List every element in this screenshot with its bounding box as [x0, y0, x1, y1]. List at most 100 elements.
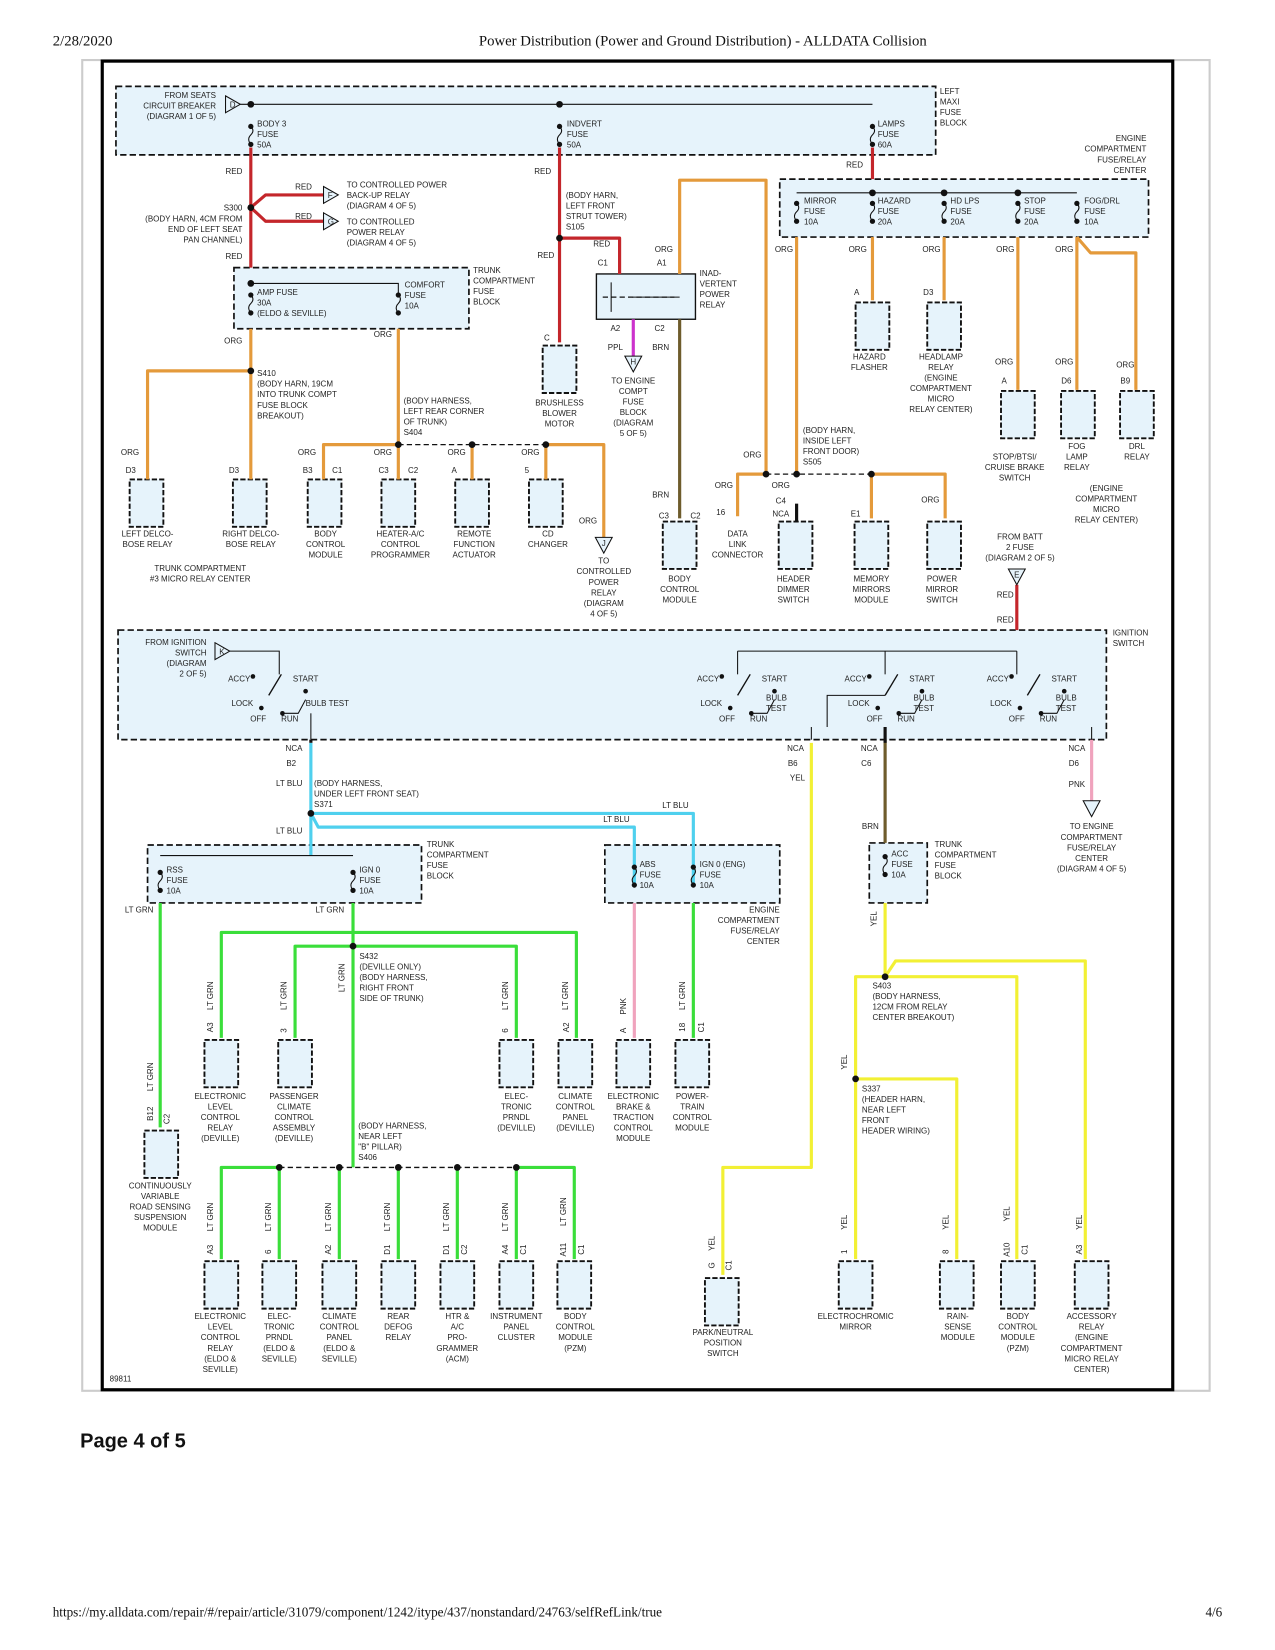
page-number-label: Page 4 of 5	[80, 1431, 186, 1453]
label-line: S406	[358, 1153, 377, 1162]
label-line: (DEVILLE)	[497, 1124, 536, 1133]
splice-dot	[881, 973, 889, 981]
label-line: FROM SEATS	[165, 91, 216, 100]
label-line: REAR	[387, 1312, 409, 1321]
component-box	[277, 1038, 313, 1089]
label-line: SWITCH	[1113, 639, 1145, 648]
label-line: CLIMATE	[322, 1312, 356, 1321]
splice-dot	[762, 470, 770, 478]
label-line: RSS	[167, 865, 183, 874]
label-switch-positions-run: RUN	[750, 715, 768, 724]
label-switch-positions-start: START	[762, 675, 788, 684]
label-line: ELEC-	[505, 1092, 529, 1101]
label-pins-A: A	[854, 288, 860, 297]
label-line: NCA	[787, 744, 805, 753]
conductor-line	[250, 282, 399, 296]
label-line: A11	[559, 1242, 568, 1256]
label-line: NEAR LEFT	[358, 1132, 402, 1141]
label-line: ORG	[579, 517, 597, 526]
label-line: SWITCH	[175, 648, 207, 657]
label-wire-labels-org: ORG	[772, 481, 790, 490]
label-pins-1: 1	[840, 1249, 849, 1254]
label-line: (ENGINE	[924, 373, 957, 382]
connector-letter: K	[219, 647, 225, 656]
label-line: MIRROR	[804, 196, 837, 205]
label-line: ORG	[655, 245, 673, 254]
wire-org	[321, 443, 399, 480]
label-switch-positions-lock: LOCK	[700, 699, 722, 708]
label-line: POSITION	[704, 1338, 742, 1347]
label-line: D1	[442, 1244, 451, 1255]
label-line: HEADER	[777, 575, 811, 584]
label-notes-s300: S300	[224, 204, 243, 213]
label-line: FUSE	[878, 207, 899, 216]
splice-dot	[556, 234, 563, 242]
label-line: B12	[146, 1106, 155, 1121]
fuse-icon	[248, 294, 254, 314]
label-line: LT GRN	[316, 905, 345, 914]
label-line: BLOCK	[935, 872, 963, 881]
wire-ltgrn	[516, 1165, 576, 1260]
label-wire-labels-ltgrn: LT GRN	[442, 1202, 451, 1231]
label-line: VERTENT	[700, 280, 737, 289]
label-line: RUN	[281, 715, 299, 724]
label-line: CONTROL	[320, 1323, 360, 1332]
label-wire-labels-nca: NCA	[772, 509, 790, 518]
label-line: ACCY	[228, 675, 251, 684]
label-line: POWER	[589, 578, 619, 587]
label-line: YEL	[840, 1054, 849, 1070]
label-wire-labels-brn: BRN	[652, 343, 669, 352]
label-line: SIDE OF TRUNK)	[359, 994, 424, 1003]
label-line: CONTROL	[998, 1323, 1038, 1332]
label-line: BULB TEST	[306, 699, 350, 708]
connector-triangle-icon	[623, 355, 643, 374]
label-line: TRAIN	[680, 1102, 704, 1111]
label-wire-labels-red: RED	[537, 251, 554, 260]
label-line: PANEL	[563, 1113, 589, 1122]
label-pins-C3: C3	[378, 466, 389, 475]
label-blocks-trunk-micro: TRUNK COMPARTMENT#3 MICRO RELAY CENTER	[150, 564, 251, 584]
label-line: MODULE	[663, 596, 697, 605]
switch-contact	[280, 710, 285, 716]
label-line: RED	[295, 212, 312, 221]
wire-yel	[883, 959, 1087, 1260]
label-line: FUSE	[405, 291, 426, 300]
label-line: PNK	[1069, 780, 1086, 789]
label-wire-labels-yel: YEL	[941, 1214, 950, 1230]
wire-org	[871, 472, 947, 519]
page-count: 4/6	[1205, 1604, 1222, 1619]
label-wire-labels-ltblu: LT BLU	[276, 826, 303, 835]
label-line: FUSE/RELAY	[731, 927, 781, 936]
label-line: D1	[383, 1244, 392, 1255]
label-pins-18: 18	[678, 1022, 687, 1031]
component-box	[777, 520, 814, 570]
switch-blade-icon	[268, 673, 282, 696]
component-box	[926, 520, 962, 570]
label-line: RUN	[898, 715, 916, 724]
label-line: LT GRN	[324, 1202, 333, 1231]
label-line: CHANGER	[528, 540, 568, 549]
label-line: LT GRN	[338, 963, 347, 992]
splice-dot	[307, 810, 315, 817]
label-line: LT BLU	[276, 779, 303, 788]
label-line: ORG	[521, 448, 539, 457]
label-line: (DIAGRAM 4 OF 5)	[347, 238, 417, 247]
label-line: S505	[803, 458, 822, 467]
label-wire-labels-pnk: PNK	[619, 997, 628, 1014]
fuse-icon	[1015, 202, 1021, 222]
label-line: LOCK	[848, 699, 870, 708]
label-line: A/C	[451, 1323, 465, 1332]
label-line: A	[451, 466, 457, 475]
page-url[interactable]: https://my.alldata.com/repair/#/repair/a…	[53, 1604, 662, 1619]
